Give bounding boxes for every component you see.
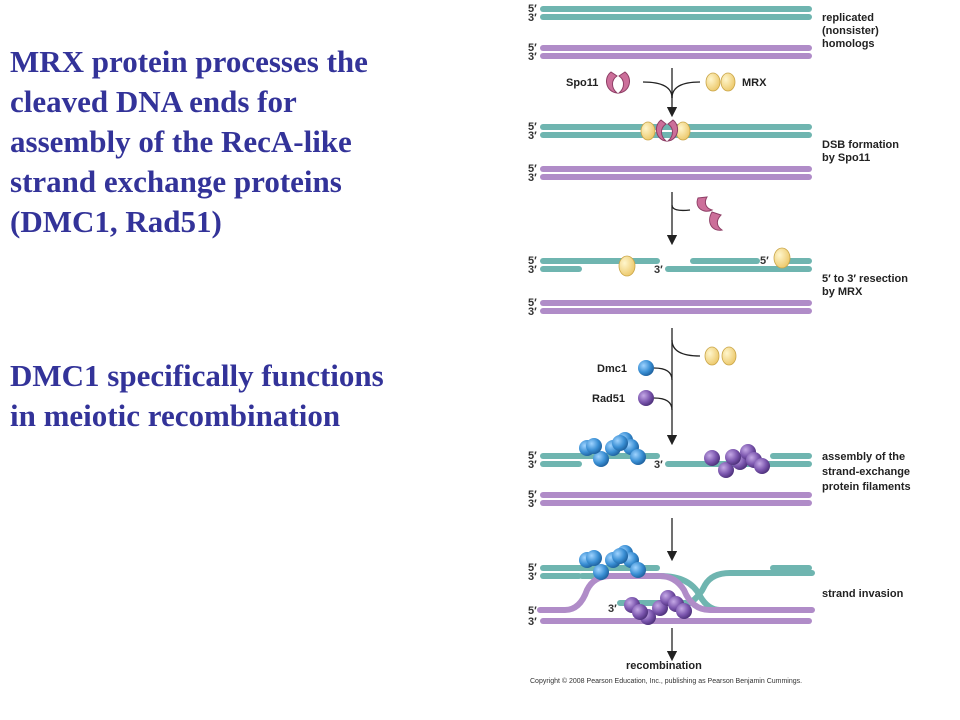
strand-end-label: 3′ [528, 571, 537, 583]
step-replicated-homologs: 5′ 3′ 5′ 3′ replicated (nonsister) homol… [528, 3, 879, 63]
mrx-label: MRX [742, 77, 767, 89]
spo11-protein-icon [696, 196, 724, 231]
text-line: strand exchange proteins [10, 164, 342, 199]
strand-end-label: 3′ [528, 51, 537, 63]
dmc1-filament [579, 432, 646, 467]
strand-end-label: 3′ [654, 264, 663, 276]
strand-end-label: 3′ [528, 498, 537, 510]
step-label: by Spo11 [822, 152, 870, 164]
step-filament-assembly: 5′ 3′ 3′ 5′ 3′ assembly of the strand-ex… [528, 432, 911, 510]
release-curve [671, 339, 701, 357]
strand-end-label: 5′ [528, 605, 537, 617]
strand-end-label: 3′ [528, 12, 537, 24]
merge-curve [642, 81, 673, 99]
text-line: cleaved DNA ends for [10, 84, 297, 119]
paragraph-dmc1-function: DMC1 specifically functions in meiotic r… [10, 356, 480, 436]
step-label: replicated [822, 12, 874, 24]
mrx-protein-icon [704, 346, 737, 366]
spo11-protein-icon [605, 71, 631, 94]
dmc1-protein-icon [638, 360, 654, 376]
rad51-filament [624, 590, 692, 625]
spo11-mrx-complex-icon [640, 119, 691, 142]
strand-end-label: 3′ [528, 264, 537, 276]
step-label: (nonsister) [822, 25, 879, 37]
step-label: strand invasion [822, 588, 904, 600]
strand-end-label: 3′ [608, 603, 617, 615]
final-step-label: recombination [626, 660, 702, 672]
step-label: by MRX [822, 286, 863, 298]
spo11-release [666, 192, 724, 246]
text-line: in meiotic recombination [10, 398, 341, 433]
rad51-filament [704, 444, 770, 478]
step-resection: 5′ 3′ 3′ 5′ 5′ 3′ 5′ to 3′ resection by … [528, 247, 908, 318]
step-label: homologs [822, 38, 875, 50]
protein-inputs-1: Spo11 MRX [566, 68, 767, 118]
strand-end-label: 3′ [654, 459, 663, 471]
strand-end-label: 5′ [528, 163, 537, 175]
text-line: MRX protein processes the [10, 44, 368, 79]
step-label: strand-exchange [822, 466, 910, 478]
strand-end-label: 5′ [528, 450, 537, 462]
text-line: assembly of the RecA-like [10, 124, 352, 159]
mrx-protein-icon [618, 255, 636, 277]
spo11-label: Spo11 [566, 77, 598, 89]
purple-duplex [540, 45, 812, 59]
strand-end-label: 5′ [760, 255, 769, 267]
strand-end-label: 3′ [528, 172, 537, 184]
strand-end-label: 3′ [528, 130, 537, 142]
copyright-notice: Copyright © 2008 Pearson Education, Inc.… [530, 677, 802, 685]
step-label: protein filaments [822, 481, 911, 493]
merge-curve [653, 367, 673, 381]
teal-duplex [540, 6, 812, 20]
strand-end-label: 3′ [528, 616, 537, 628]
step-label: 5′ to 3′ resection [822, 273, 908, 285]
strand-end-label: 3′ [528, 459, 537, 471]
text-line: DMC1 specifically functions [10, 358, 384, 393]
rad51-protein-icon [638, 390, 654, 406]
step-strand-invasion: 5′ 3′ 3′ 5′ 3′ strand invasion [528, 545, 904, 628]
paragraph-mrx-processing: MRX protein processes the cleaved DNA en… [10, 42, 480, 242]
text-line: (DMC1, Rad51) [10, 204, 222, 239]
dmc1-filament [579, 545, 646, 580]
strand-end-label: 5′ [528, 121, 537, 133]
strand-end-label: 5′ [528, 3, 537, 15]
mrx-protein-icon [705, 72, 736, 92]
rad51-label: Rad51 [592, 393, 625, 405]
step-dsb-formation: 5′ 3′ 5′ 3′ DSB formation by Spo11 [528, 119, 899, 184]
strand-end-label: 3′ [528, 306, 537, 318]
merge-curve [671, 81, 701, 99]
protein-inputs-2: Dmc1 Rad51 [592, 328, 737, 446]
strand-end-label: 5′ [528, 489, 537, 501]
strand-end-label: 5′ [528, 562, 537, 574]
release-curve [671, 204, 691, 212]
strand-end-label: 5′ [528, 297, 537, 309]
dmc1-label: Dmc1 [597, 363, 627, 375]
merge-curve [653, 397, 673, 411]
strand-end-label: 5′ [528, 255, 537, 267]
mrx-protein-icon [773, 247, 791, 269]
step-label: DSB formation [822, 139, 899, 151]
step-label: assembly of the [822, 451, 905, 463]
strand-end-label: 5′ [528, 42, 537, 54]
